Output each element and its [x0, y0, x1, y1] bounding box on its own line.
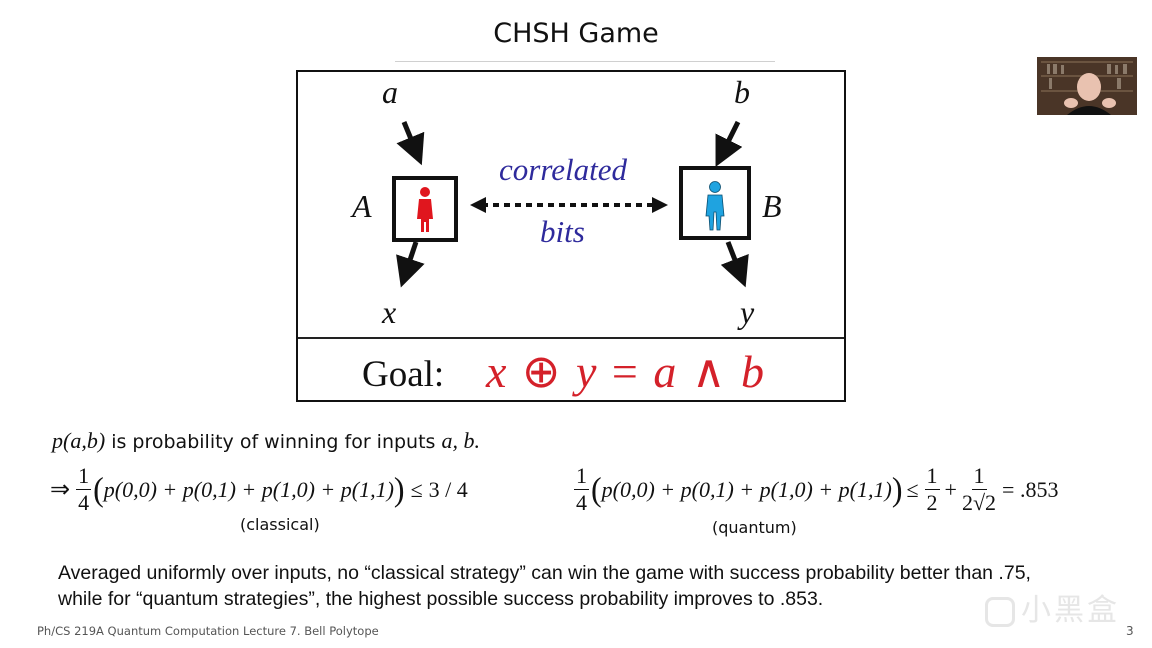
classical-sum: p(0,0) + p(0,1) + p(1,0) + p(1,1): [103, 476, 394, 502]
player-b-label: B: [762, 188, 782, 224]
chsh-diagram: a b A B x y correlated bits Goal: x ⊕ y …: [296, 70, 846, 402]
summary-line-2: while for “quantum strategies”, the high…: [58, 588, 824, 610]
male-person-icon: [705, 181, 725, 231]
quantum-bound-value: = .853: [1002, 476, 1059, 502]
output-x-label: x: [382, 294, 397, 330]
diagram-divider: [298, 337, 844, 339]
slide-title: CHSH Game: [493, 18, 659, 49]
quantum-caption: (quantum): [712, 518, 797, 537]
goal-label: Goal:: [362, 354, 445, 395]
watermark: 小黑盒: [985, 585, 1120, 629]
webcam-feed-icon: [1037, 57, 1137, 115]
quantum-bound-formula: 1 4 (p(0,0) + p(0,1) + p(1,0) + p(1,1)) …: [574, 463, 1059, 515]
link-label-bits: bits: [540, 214, 585, 249]
half-fraction: 1 2: [924, 463, 940, 515]
goal-expression: x ⊕ y = a ∧ b: [486, 344, 766, 398]
implies-symbol: ⇒: [50, 477, 71, 503]
quantum-sum: p(0,0) + p(0,1) + p(1,0) + p(1,1): [601, 476, 892, 502]
goal-b: b: [741, 346, 767, 397]
xor-symbol: ⊕: [521, 346, 563, 397]
slide-footer: Ph/CS 219A Quantum Computation Lecture 7…: [37, 624, 379, 638]
summary-line-1: Averaged uniformly over inputs, no “clas…: [58, 562, 1031, 584]
inverse-root-fraction: 1 2√2: [961, 463, 997, 515]
link-arrowhead-left: [470, 197, 486, 213]
classical-bound-formula: ⇒ 1 4 (p(0,0) + p(0,1) + p(1,0) + p(1,1)…: [50, 463, 468, 515]
leq-symbol: ≤: [410, 476, 423, 502]
probability-definition: p(a,b) is probability of winning for inp…: [52, 428, 480, 454]
quarter-fraction: 1 4: [574, 463, 589, 515]
classical-bound-value: 3 / 4: [428, 476, 468, 502]
leq-symbol: ≤: [906, 476, 919, 502]
goal-x: x: [486, 346, 509, 397]
title-divider: [395, 61, 775, 62]
presenter-webcam: [1037, 57, 1137, 115]
quarter-fraction: 1 4: [76, 463, 92, 515]
output-y-label: y: [740, 294, 755, 330]
watermark-logo-icon: [985, 596, 1015, 627]
output-x-arrow: [396, 241, 425, 288]
output-y-arrow: [720, 241, 749, 288]
input-a-label: a: [382, 74, 398, 110]
female-person-icon: [417, 187, 433, 232]
input-b-label: b: [734, 74, 750, 110]
equals-symbol: =: [611, 346, 640, 397]
link-label-correlated: correlated: [499, 152, 627, 187]
summary-text: Averaged uniformly over inputs, no “clas…: [58, 560, 1031, 612]
definition-math: p(a,b): [52, 428, 106, 453]
input-a-arrow: [396, 121, 425, 166]
definition-vars: a, b.: [441, 428, 480, 453]
link-arrowhead-right: [652, 197, 668, 213]
input-b-arrow: [715, 120, 743, 167]
player-a-label: A: [352, 188, 372, 224]
goal-y: y: [575, 346, 599, 397]
and-symbol: ∧: [691, 346, 728, 397]
page-number: 3: [1126, 624, 1134, 638]
diagram-arrows: [392, 120, 751, 288]
classical-caption: (classical): [240, 515, 320, 534]
goal-a: a: [653, 346, 679, 397]
definition-text: is probability of winning for inputs: [105, 431, 442, 453]
plus-symbol: +: [944, 476, 957, 502]
